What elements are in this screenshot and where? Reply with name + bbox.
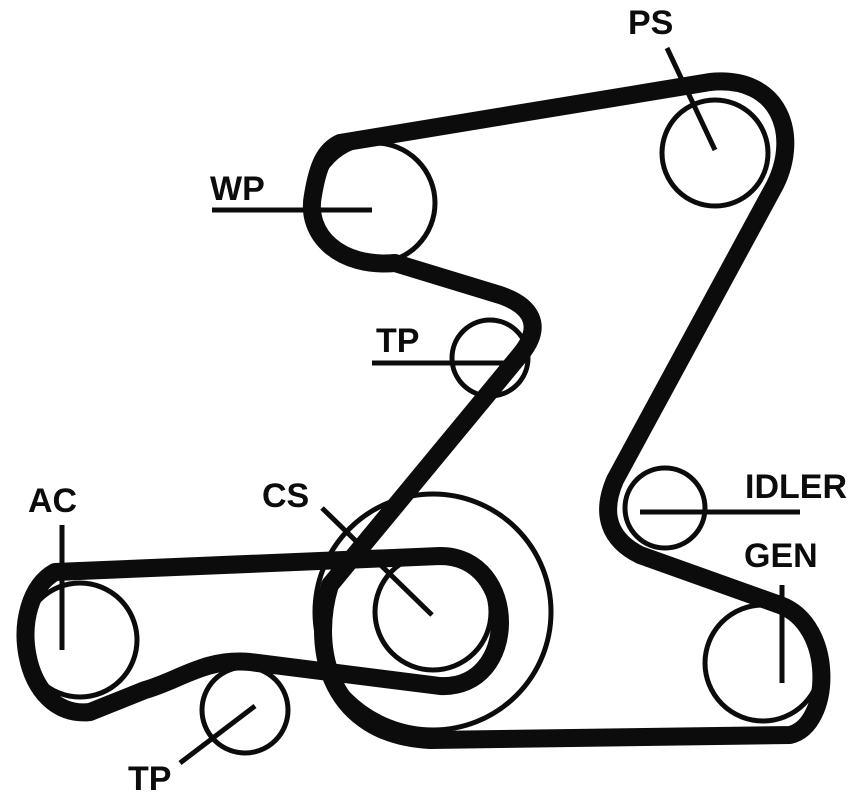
gen-pulley — [702, 602, 824, 724]
tp-lower-pulley — [199, 664, 291, 756]
cs-outer-pulley — [312, 491, 554, 733]
gen-label: GEN — [744, 537, 818, 575]
tp-lower-label: TP — [128, 760, 171, 798]
ac-label: AC — [28, 482, 77, 520]
ps-pulley — [659, 97, 771, 209]
ac-pulley — [20, 580, 140, 700]
main-belt — [302, 72, 831, 749]
ps-leader — [664, 46, 718, 152]
wp-pulley — [312, 140, 438, 266]
wp-label: WP — [210, 170, 265, 208]
ac-belt — [16, 547, 509, 722]
idler-label: IDLER — [745, 468, 847, 506]
tp-upper-label: TP — [376, 322, 419, 360]
cs-inner-pulley — [372, 551, 494, 673]
ps-label: PS — [628, 4, 673, 42]
idler-pulley — [622, 465, 708, 551]
tp-lower-leader — [178, 704, 257, 765]
tp-upper-pulley — [449, 317, 531, 399]
cs-leader — [320, 506, 434, 617]
cs-label: CS — [262, 477, 309, 515]
